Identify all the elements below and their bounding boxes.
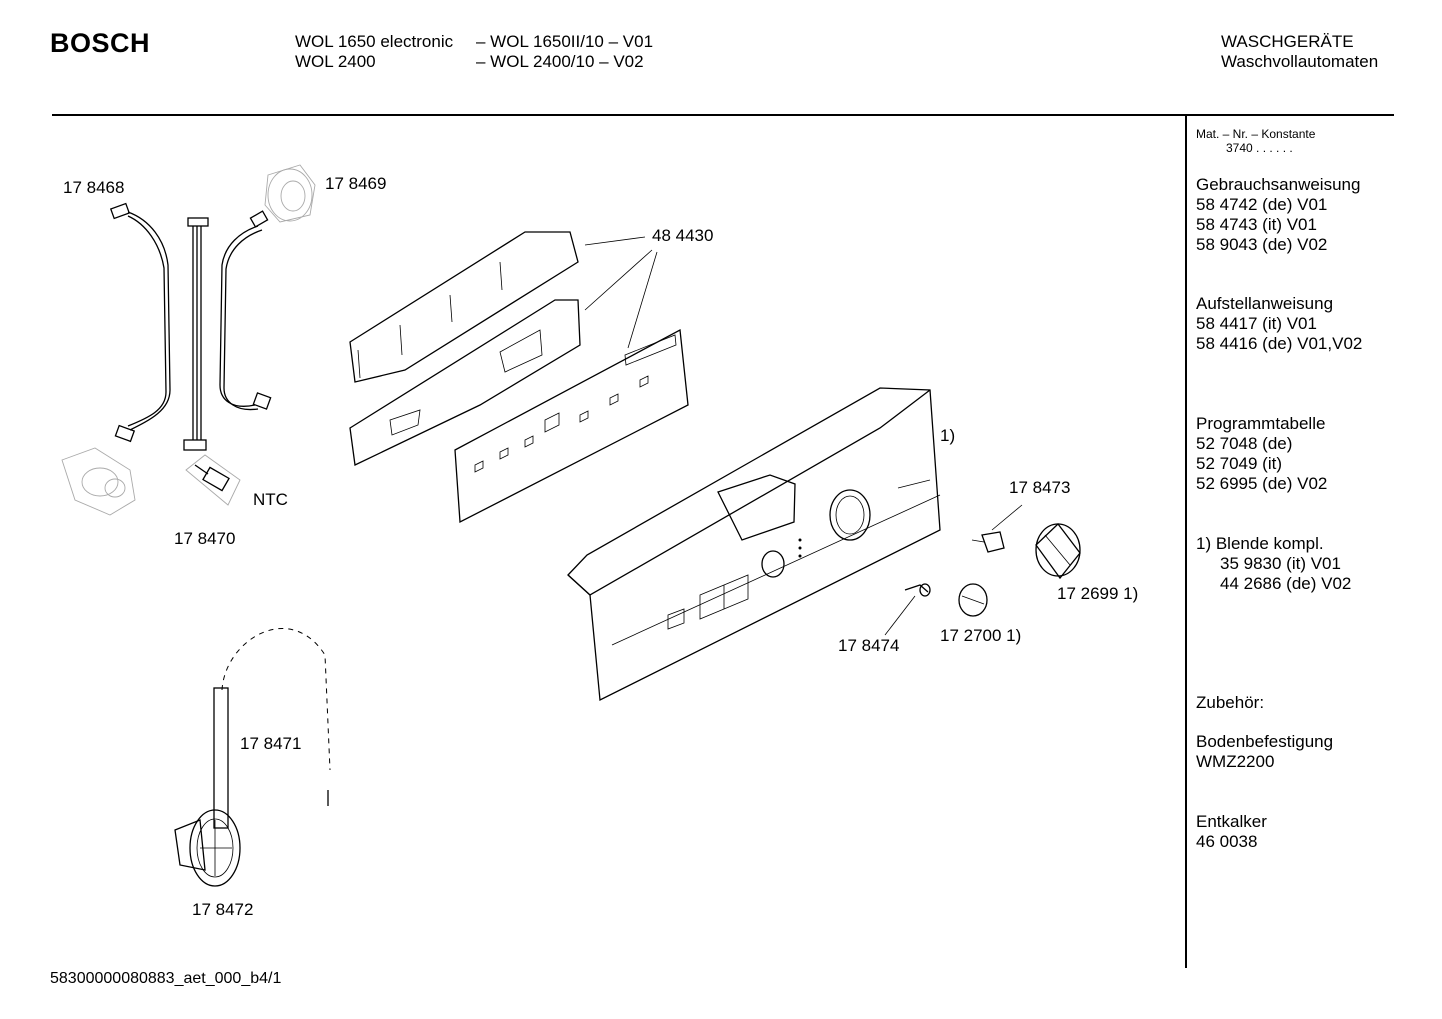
part-label-ntc: NTC bbox=[253, 490, 288, 509]
knob-small-drawing bbox=[958, 583, 988, 617]
sidebar-section-entkalker: Entkalker 46 0038 bbox=[1196, 812, 1267, 852]
category-title: WASCHGERÄTE bbox=[1221, 32, 1354, 51]
part-label-1727001: 17 2700 1) bbox=[940, 626, 1022, 645]
section-line: 52 7049 (it) bbox=[1196, 454, 1282, 473]
section-line: 46 0038 bbox=[1196, 832, 1258, 851]
pump-sketch-bottom bbox=[61, 447, 136, 516]
part-label-178472: 17 8472 bbox=[192, 900, 254, 919]
section-line: WMZ2200 bbox=[1196, 752, 1275, 771]
footnote-marker-1: 1) bbox=[940, 426, 956, 445]
mat-label: Mat. – Nr. – Konstante bbox=[1196, 127, 1316, 141]
section-title: Programmtabelle bbox=[1196, 414, 1326, 433]
mat-value: 3740 . . . . . . bbox=[1226, 141, 1293, 155]
section-line: 58 4742 (de) V01 bbox=[1196, 195, 1328, 214]
sidebar-section-programmtabelle: Programmtabelle 52 7048 (de) 52 7049 (it… bbox=[1196, 414, 1327, 494]
pcb-drawing bbox=[454, 328, 689, 524]
control-panel-drawing bbox=[567, 387, 941, 702]
wire-harness-drawing bbox=[109, 202, 272, 451]
section-line: 52 6995 (de) V02 bbox=[1196, 474, 1328, 493]
pin-178474-drawing bbox=[884, 583, 931, 636]
part-label-1726991: 17 2699 1) bbox=[1057, 584, 1139, 603]
knob-large-drawing bbox=[1035, 523, 1081, 580]
section-line: 58 4416 (de) V01,V02 bbox=[1196, 334, 1363, 353]
category: WASCHGERÄTE Waschvollautomaten bbox=[1221, 32, 1378, 72]
part-label-178473: 17 8473 bbox=[1009, 478, 1071, 497]
spindle-178473-drawing bbox=[971, 504, 1023, 553]
sidebar-section-gebrauchsanweisung: Gebrauchsanweisung 58 4742 (de) V01 58 4… bbox=[1196, 175, 1360, 255]
ntc-sensor-drawing bbox=[185, 454, 241, 506]
model-line1-code: – WOL 1650II/10 – V01 bbox=[476, 32, 654, 51]
part-label-178469: 17 8469 bbox=[325, 174, 387, 193]
section-title: 1) Blende kompl. bbox=[1196, 534, 1324, 553]
sidebar-section-aufstellanweisung: Aufstellanweisung 58 4417 (it) V01 58 44… bbox=[1196, 294, 1362, 354]
sidebar-section-blende: 1) Blende kompl. 35 9830 (it) V01 44 268… bbox=[1196, 534, 1351, 594]
sidebar-section-bodenbefestigung: Bodenbefestigung WMZ2200 bbox=[1196, 732, 1333, 772]
section-line: 58 9043 (de) V02 bbox=[1196, 235, 1328, 254]
header-divider bbox=[52, 114, 1394, 116]
exploded-view-drawing bbox=[61, 164, 1081, 887]
model-line2-code: – WOL 2400/10 – V02 bbox=[476, 52, 644, 71]
section-line: 58 4743 (it) V01 bbox=[1196, 215, 1317, 234]
leader-lines-484430 bbox=[584, 236, 658, 349]
section-line: 44 2686 (de) V02 bbox=[1220, 574, 1352, 593]
part-label-484430: 48 4430 bbox=[652, 226, 714, 245]
mat-number-block: Mat. – Nr. – Konstante 3740 . . . . . . bbox=[1196, 127, 1315, 155]
model-line1-name: WOL 1650 electronic bbox=[295, 32, 454, 51]
document-id: 58300000080883_aet_000_b4/1 bbox=[50, 970, 282, 987]
electronic-module-drawing bbox=[349, 231, 581, 466]
pressure-switch-drawing bbox=[174, 628, 331, 887]
sidebar-section-zubehoer: Zubehör: bbox=[1196, 693, 1264, 713]
section-line: 35 9830 (it) V01 bbox=[1220, 554, 1341, 573]
part-label-178474: 17 8474 bbox=[838, 636, 900, 655]
section-title: Zubehör: bbox=[1196, 693, 1265, 712]
section-title: Aufstellanweisung bbox=[1196, 294, 1334, 313]
part-label-178468: 17 8468 bbox=[63, 178, 125, 197]
section-title: Bodenbefestigung bbox=[1196, 732, 1334, 751]
section-title: Gebrauchsanweisung bbox=[1196, 175, 1361, 194]
part-label-178471: 17 8471 bbox=[240, 734, 302, 753]
category-subtitle: Waschvollautomaten bbox=[1221, 52, 1379, 71]
section-line: 52 7048 (de) bbox=[1196, 434, 1293, 453]
section-title: Entkalker bbox=[1196, 812, 1267, 831]
model-line2-name: WOL 2400 bbox=[295, 52, 376, 71]
part-label-178470: 17 8470 bbox=[174, 529, 236, 548]
pump-sketch-top bbox=[264, 164, 316, 223]
brand-logo: BOSCH bbox=[50, 28, 151, 58]
section-line: 58 4417 (it) V01 bbox=[1196, 314, 1317, 333]
sidebar-divider bbox=[1185, 116, 1187, 968]
